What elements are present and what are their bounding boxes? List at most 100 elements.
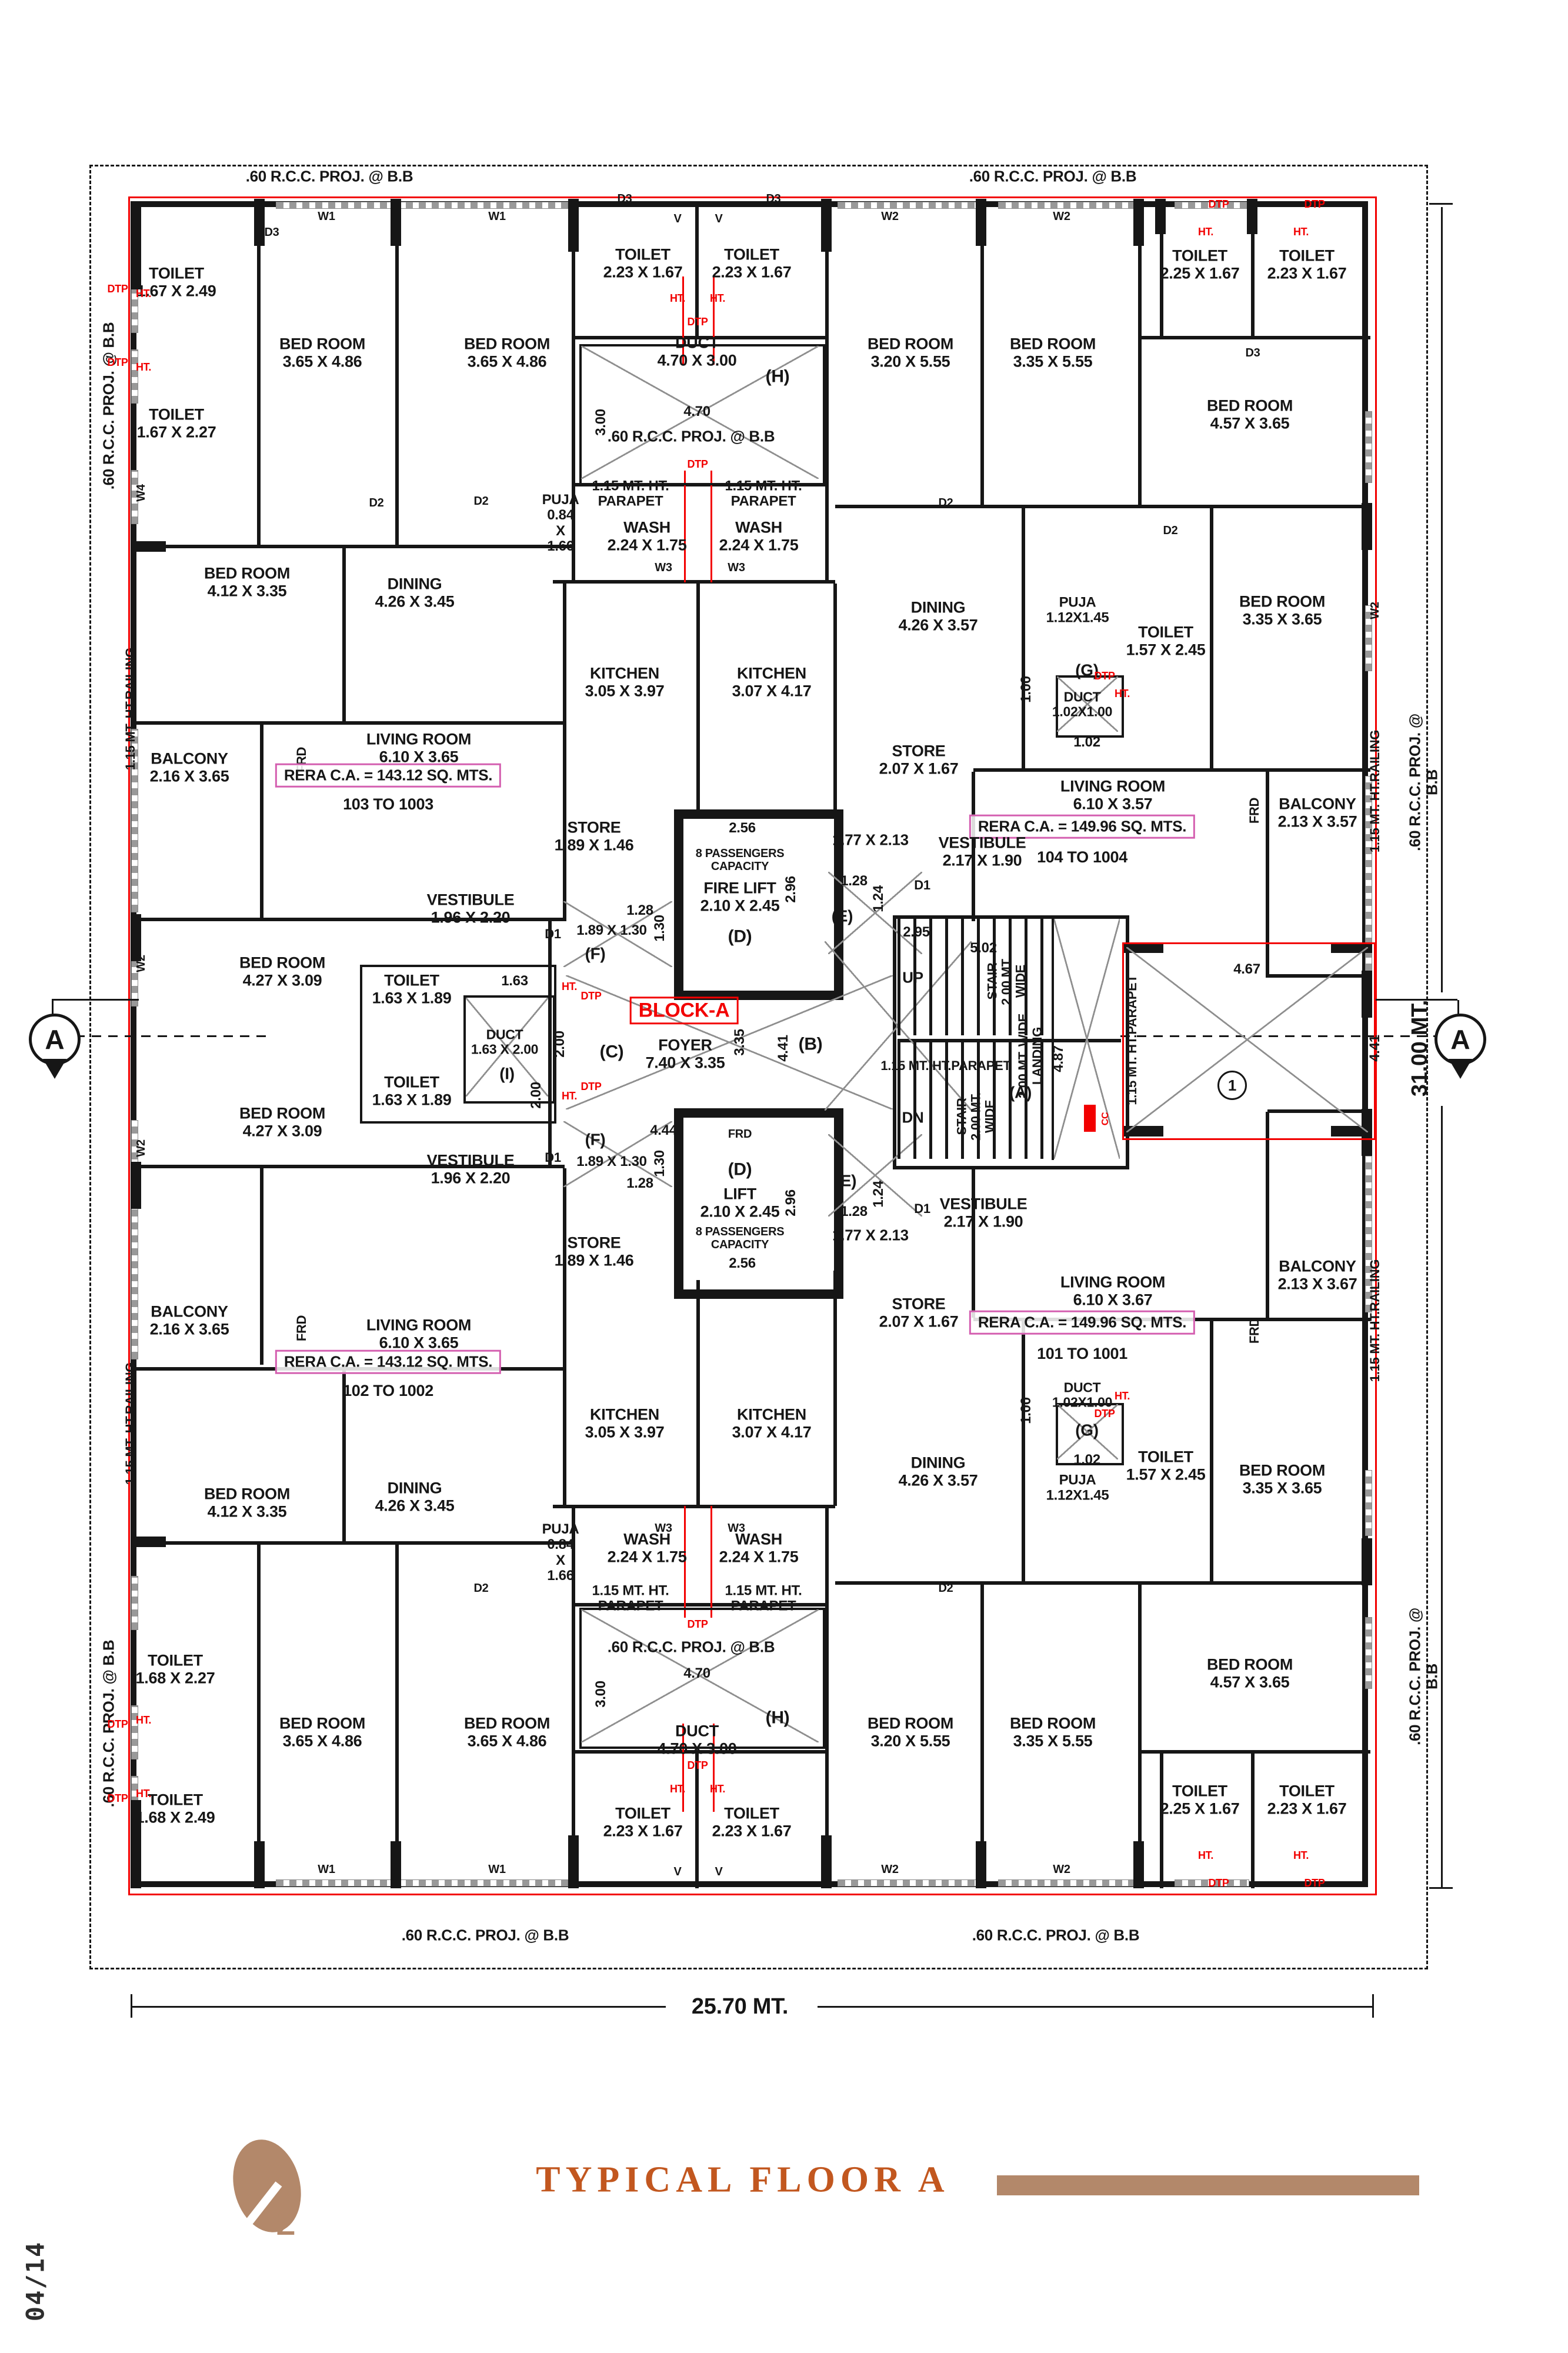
plan-label: LIVING ROOM 6.10 X 3.67 [1060, 1273, 1166, 1308]
shaft-outline [360, 965, 556, 1124]
plan-label: W3 [728, 561, 745, 574]
plan-label: 1.24 [870, 885, 886, 912]
plan-label: FOYER 7.40 X 3.35 [645, 1036, 725, 1071]
plan-label: W2 [1053, 1863, 1070, 1876]
plan-label: BED ROOM 3.35 X 3.65 [1239, 1461, 1326, 1497]
plan-label: 2.56 [729, 1255, 756, 1271]
plan-label: D3 [617, 192, 632, 205]
plan-label: 1.77 X 2.13 [832, 831, 909, 849]
plan-label: V [715, 1865, 723, 1878]
plan-label: (F) [585, 1130, 606, 1149]
plan-label: 2.00 [528, 1082, 544, 1109]
wall [260, 1168, 263, 1365]
wall [972, 1168, 975, 1318]
plan-label: .60 R.C.C. PROJ. @ B.B [969, 167, 1137, 185]
plan-label: STAIR 2.00 MT. WIDE [985, 957, 1029, 1005]
plan-label: KITCHEN 3.05 X 3.97 [585, 664, 665, 699]
wall [1266, 1112, 1269, 1318]
wall [1210, 1318, 1213, 1581]
plan-label: 1.15 MT. HT.RAILING [122, 647, 138, 771]
plan-label: VESTIBULE 2.17 X 1.90 [938, 834, 1026, 869]
plan-label: BED ROOM 4.57 X 3.65 [1206, 1655, 1293, 1691]
red-service-line [684, 471, 686, 582]
plan-label: FRD [293, 1315, 309, 1342]
plan-label: STAIR 2.00 MT. WIDE [954, 1092, 998, 1141]
plan-label: BED ROOM 4.12 X 3.35 [203, 1485, 291, 1520]
plan-label: W2 [1369, 602, 1382, 619]
plan-label: 8 PASSENGERS CAPACITY [695, 847, 785, 873]
plan-label: TOILET 1.63 X 1.89 [372, 1073, 452, 1108]
wall [1140, 336, 1370, 339]
wall [134, 721, 565, 725]
plan-label: BED ROOM 4.12 X 3.35 [203, 564, 291, 599]
wall [572, 201, 575, 584]
plan-label: D2 [1163, 524, 1178, 537]
plan-label: DTP [1304, 1877, 1325, 1889]
plan-label: V [673, 212, 682, 225]
plan-label: .60 R.C.C. PROJ. @ B.B [401, 1926, 569, 1944]
plan-label: BALCONY 2.13 X 3.67 [1277, 1257, 1357, 1292]
wall [833, 584, 837, 819]
plan-label: 1.02 [1073, 734, 1100, 750]
plan-label: HT. [709, 1783, 726, 1795]
plan-label: (G) [1075, 661, 1099, 679]
plan-label: STORE 2.07 X 1.67 [879, 1295, 959, 1330]
duct-cross [1057, 676, 1118, 732]
plan-label: D1 [914, 1201, 930, 1216]
window-hatch [131, 941, 138, 1006]
wall [573, 336, 827, 339]
plan-label: .60 R.C.C. PROJ. @ B.B [972, 1926, 1140, 1944]
plan-label: TOILET 1.67 X 2.49 [136, 264, 216, 299]
plan-label: BED ROOM 3.20 X 5.55 [867, 335, 954, 370]
window-hatch [131, 1576, 138, 1630]
plan-label: TOILET 2.23 X 1.67 [1267, 246, 1347, 282]
plan-label: D3 [264, 226, 279, 239]
plan-label: BED ROOM 3.65 X 4.86 [463, 1714, 551, 1749]
plan-label: TOILET 2.25 X 1.67 [1160, 246, 1240, 282]
plan-label: BED ROOM 4.27 X 3.09 [239, 954, 326, 989]
red-service-line [710, 471, 712, 582]
plan-label: (G) [1075, 1421, 1099, 1439]
plan-label: 2.56 [729, 819, 756, 836]
wall [131, 541, 166, 552]
plan-label: 1.15 MT. HT. PARAPET [725, 1582, 802, 1614]
plan-label: TOILET 1.68 X 2.49 [135, 1791, 215, 1826]
plan-label: D1 [914, 877, 930, 892]
plan-label: HT. [1293, 1849, 1309, 1862]
plan-label: D3 [766, 192, 781, 205]
wall [1362, 1538, 1372, 1585]
plan-label: 104 TO 1004 [1037, 848, 1127, 866]
window-hatch [1365, 411, 1372, 483]
stair-treads [898, 919, 1050, 1035]
plan-label: .60 R.C.C. PROJ. @ B.B [1406, 714, 1440, 851]
wall [1266, 772, 1269, 978]
plan-label: W2 [881, 210, 899, 223]
plan-label: DINING 4.26 X 3.57 [898, 1454, 978, 1489]
wall [1138, 1581, 1142, 1888]
plan-label: (C) [599, 1042, 624, 1062]
plan-label: FRD [1246, 797, 1262, 824]
wall [1441, 1106, 1443, 1888]
plan-label: TOILET 1.63 X 1.89 [372, 971, 452, 1006]
plan-label: BALCONY 2.13 X 3.57 [1277, 795, 1357, 830]
plan-label: 25.70 MT. [691, 1994, 789, 2019]
wall [257, 201, 261, 548]
plan-label: DTP [1208, 1877, 1229, 1889]
wall [342, 1365, 346, 1541]
wall [1133, 1841, 1144, 1888]
plan-label: HT. [135, 288, 152, 300]
wall [976, 199, 986, 246]
wall [980, 201, 984, 508]
wall [548, 921, 552, 1168]
plan-label: WASH 2.24 X 1.75 [719, 518, 799, 554]
stair-treads [898, 1042, 1050, 1159]
wall [821, 1835, 832, 1888]
shaft-outline [579, 1608, 825, 1749]
plan-label: .60 R.C.C. PROJ. @ B.B [245, 167, 413, 185]
plan-label: D2 [473, 495, 489, 508]
plan-label: 2.96 [782, 1189, 799, 1217]
wall [818, 2006, 1373, 2008]
plan-label: 1.00 [1017, 1397, 1034, 1424]
plan-label: D1 [545, 1149, 561, 1165]
wall [52, 999, 139, 1001]
